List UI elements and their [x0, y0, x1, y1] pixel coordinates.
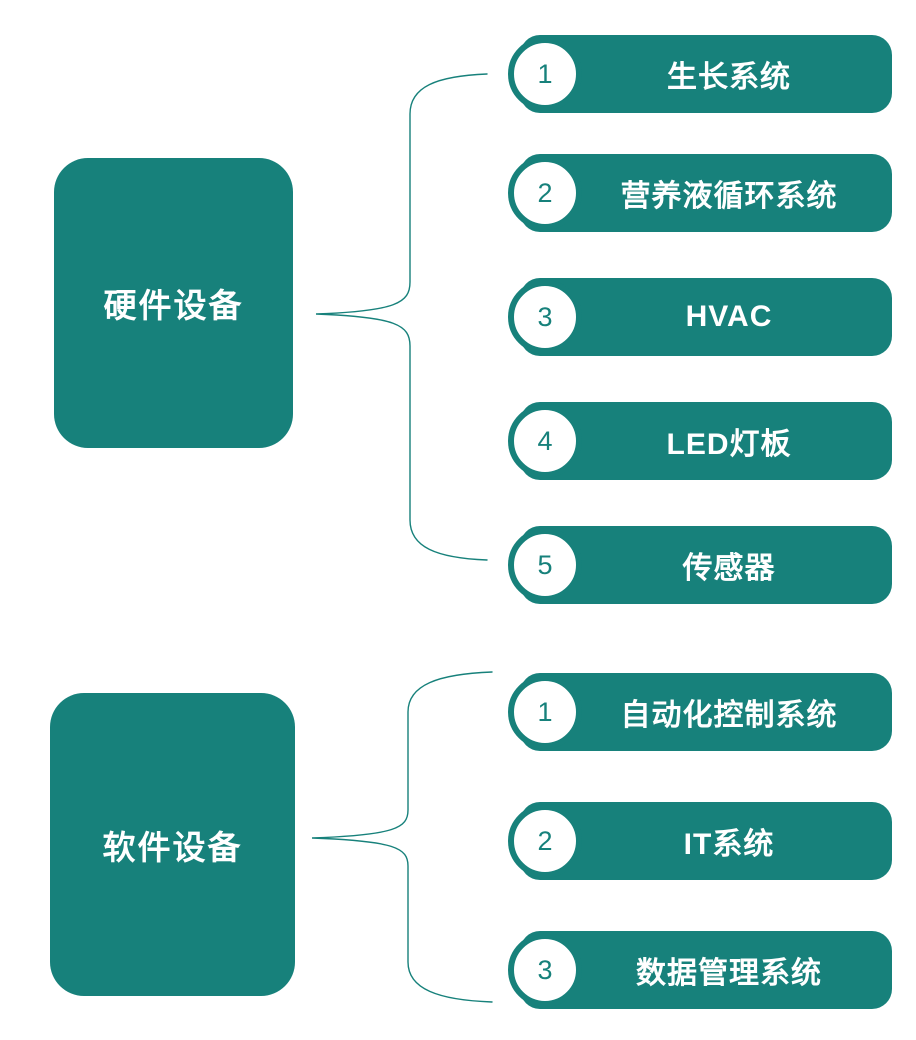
- pill-body: 自动化控制系统: [520, 673, 892, 751]
- pill-number: 3: [537, 301, 553, 332]
- pill-body: LED灯板: [520, 402, 892, 480]
- pill-hardware-2: 营养液循环系统 2: [508, 154, 892, 232]
- pill-hardware-4: LED灯板 4: [508, 402, 892, 480]
- pill-number-badge: 1: [508, 675, 582, 749]
- pill-label: 自动化控制系统: [620, 699, 838, 732]
- pill-label: IT系统: [683, 828, 775, 861]
- pill-number: 3: [537, 954, 553, 985]
- software-group-label: 软件设备: [102, 828, 243, 866]
- pill-number-badge: 2: [508, 156, 582, 230]
- pill-number-badge: 3: [508, 933, 582, 1007]
- pill-number-badge: 2: [508, 804, 582, 878]
- pill-label: 营养液循环系统: [620, 180, 838, 213]
- pill-label: LED灯板: [666, 428, 792, 461]
- pill-number-badge: 4: [508, 404, 582, 478]
- pill-number: 5: [537, 549, 553, 580]
- hardware-brace: [315, 73, 488, 561]
- pill-body: IT系统: [520, 802, 892, 880]
- software-group-box: 软件设备: [50, 693, 295, 996]
- pill-label: 传感器: [682, 552, 776, 585]
- pill-hardware-3: HVAC 3: [508, 278, 892, 356]
- pill-number: 4: [537, 425, 553, 456]
- pill-hardware-1: 生长系统 1: [508, 35, 892, 113]
- pill-software-3: 数据管理系统 3: [508, 931, 892, 1009]
- pill-software-2: IT系统 2: [508, 802, 892, 880]
- pill-number-badge: 5: [508, 528, 582, 602]
- pill-label: 数据管理系统: [636, 957, 822, 990]
- pill-label: HVAC: [685, 300, 773, 333]
- pill-number: 1: [537, 58, 553, 89]
- pill-number: 2: [537, 825, 553, 856]
- pill-body: 传感器: [520, 526, 892, 604]
- pill-body: HVAC: [520, 278, 892, 356]
- pill-body: 生长系统: [520, 35, 892, 113]
- pill-number: 1: [537, 696, 553, 727]
- pill-body: 营养液循环系统: [520, 154, 892, 232]
- pill-number: 2: [537, 177, 553, 208]
- pill-label: 生长系统: [667, 61, 791, 94]
- pill-body: 数据管理系统: [520, 931, 892, 1009]
- hardware-group-label: 硬件设备: [103, 287, 244, 324]
- pill-number-badge: 3: [508, 280, 582, 354]
- pill-number-badge: 1: [508, 37, 582, 111]
- pill-software-1: 自动化控制系统 1: [508, 673, 892, 751]
- hardware-group-box: 硬件设备: [54, 158, 293, 448]
- software-brace: [311, 671, 493, 1003]
- pill-hardware-5: 传感器 5: [508, 526, 892, 604]
